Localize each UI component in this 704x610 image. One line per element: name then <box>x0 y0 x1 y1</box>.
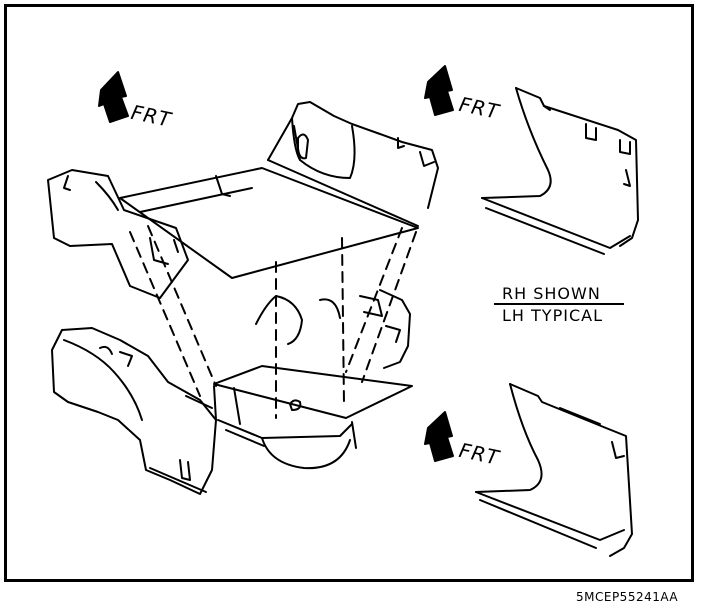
label-divider <box>494 303 624 305</box>
rh-shown-label: RH SHOWN <box>502 284 601 303</box>
quarter-panel-trim-lower <box>475 383 633 557</box>
front-direction-arrow-icon <box>424 411 454 462</box>
rear-body-structure <box>47 101 439 495</box>
front-direction-arrow-icon <box>98 71 129 123</box>
figure-code: 5MCEP55241AA <box>576 590 679 604</box>
quarter-panel-trim-upper <box>481 87 639 255</box>
lh-typical-label: LH TYPICAL <box>502 306 603 325</box>
front-direction-arrow-icon <box>424 65 454 116</box>
